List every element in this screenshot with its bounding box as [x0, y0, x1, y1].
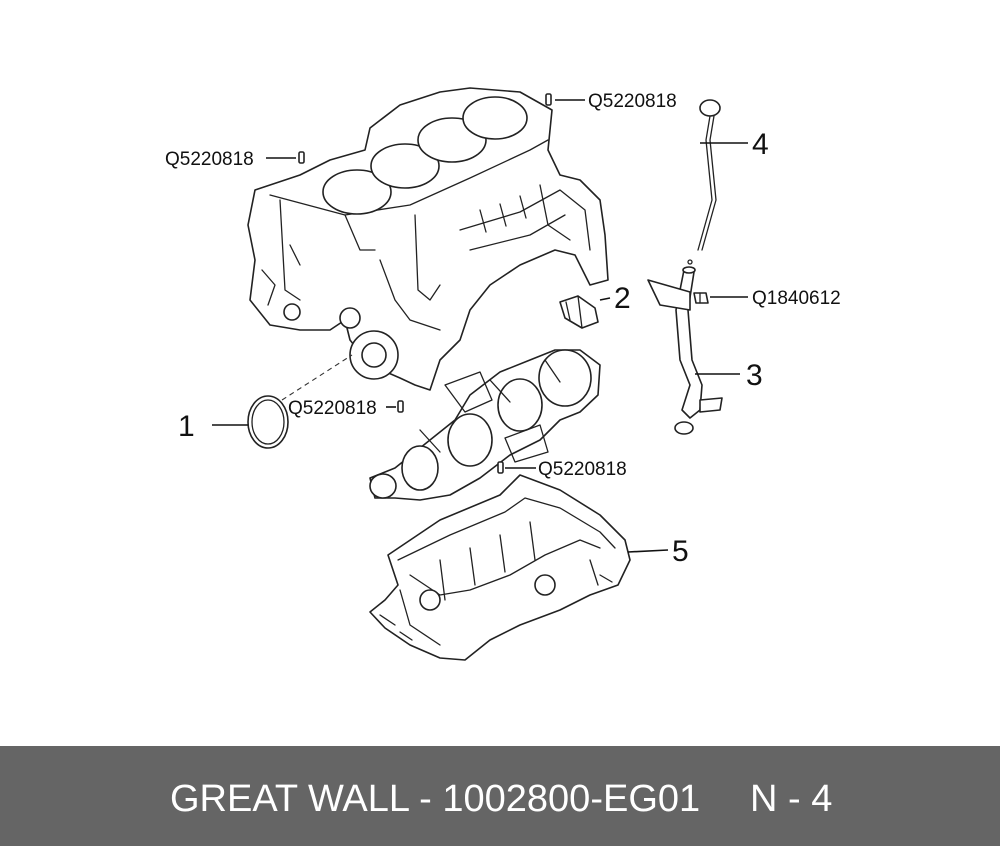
callout-bolt: Q1840612	[752, 288, 841, 309]
callout-pin-top: Q5220818	[588, 91, 677, 112]
oil-pan	[369, 474, 631, 661]
footer-page-code: N - 4	[750, 778, 833, 820]
item-number-2: 2	[614, 282, 631, 315]
footer-bar: GREAT WALL - 1002800-EG01 N - 4	[0, 746, 1000, 846]
item-number-4: 4	[752, 128, 769, 161]
footer-title: GREAT WALL - 1002800-EG01	[170, 778, 701, 820]
cylinder-block	[247, 87, 609, 391]
exploded-parts-diagram: Q5220818 Q5220818 Q5220818 Q5220818 Q184…	[165, 87, 841, 661]
callout-pin-left: Q5220818	[165, 149, 254, 170]
seal-ring	[247, 395, 289, 449]
item-number-1: 1	[178, 410, 195, 443]
item-number-3: 3	[746, 359, 763, 392]
crankshaft	[369, 349, 601, 501]
dowel-pin-top	[545, 93, 552, 106]
dowel-pin-left	[298, 151, 305, 164]
dowel-pin-lower	[497, 461, 504, 474]
oil-pressure-sensor	[559, 295, 599, 329]
item-number-5: 5	[672, 535, 689, 568]
callout-pin-lower: Q5220818	[538, 459, 627, 480]
bolt	[693, 292, 709, 304]
callout-pin-mid: Q5220818	[288, 398, 377, 419]
oil-dipstick	[687, 99, 721, 265]
dowel-pin-mid	[397, 400, 404, 413]
dipstick-guide-tube	[647, 266, 723, 435]
